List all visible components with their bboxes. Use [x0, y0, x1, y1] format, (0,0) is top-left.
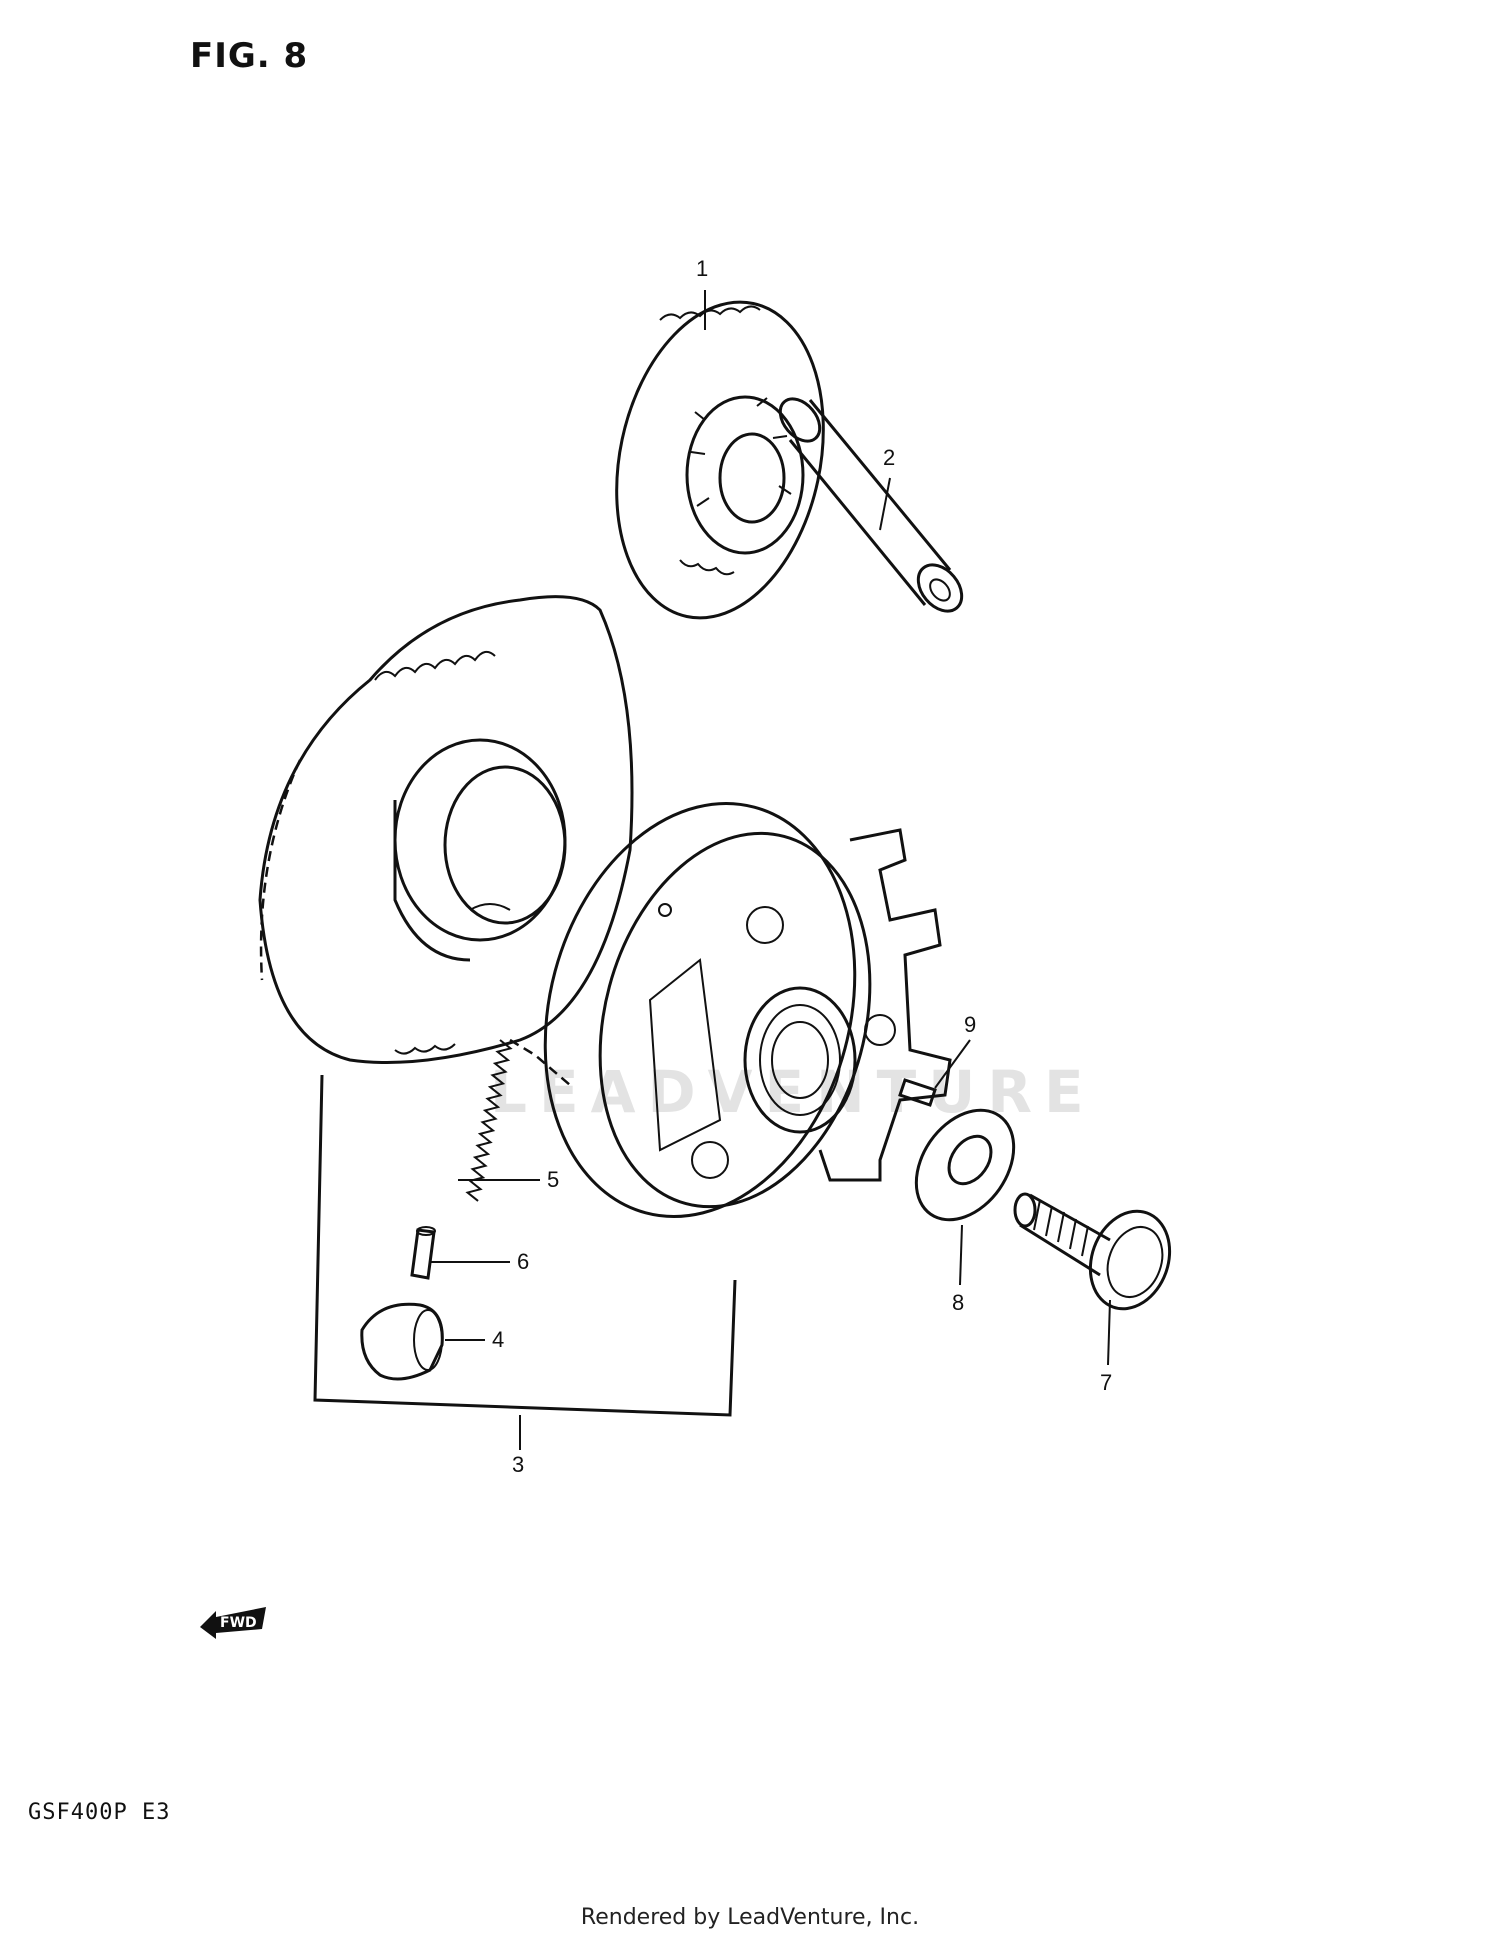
fwd-arrow-icon: FWD: [200, 1603, 270, 1647]
watermark-text: LEADVENTURE: [490, 1058, 1096, 1126]
callout-4: 4: [492, 1327, 505, 1352]
part-5-spring: [465, 1039, 513, 1202]
callout-2: 2: [883, 445, 896, 470]
model-code: GSF400P E3: [28, 1800, 171, 1825]
callout-6: 6: [517, 1249, 530, 1274]
starter-clutch-body: [543, 801, 952, 1219]
callout-1: 1: [696, 256, 709, 281]
part-2-shaft: [778, 397, 964, 613]
callout-5: 5: [547, 1167, 560, 1192]
footer-credit: Rendered by LeadVenture, Inc.: [580, 1905, 920, 1930]
callout-8: 8: [952, 1290, 965, 1315]
part-7-bolt: [1013, 1192, 1172, 1311]
callout-9: 9: [964, 1012, 977, 1037]
part-6-pin: [410, 1226, 436, 1280]
part-1-idle-gear: [615, 300, 825, 620]
leader-lines: [430, 290, 1111, 1450]
fwd-label: FWD: [220, 1615, 257, 1631]
assembly-bracket-3: [313, 1038, 737, 1417]
callout-3: 3: [512, 1452, 525, 1477]
large-starter-gear: [258, 595, 634, 1064]
part-8-washer: [914, 1108, 1016, 1222]
callout-7: 7: [1100, 1370, 1113, 1395]
part-4-roller: [360, 1302, 444, 1381]
figure-title: FIG. 8: [190, 36, 309, 76]
part-9-key: [898, 1078, 937, 1107]
